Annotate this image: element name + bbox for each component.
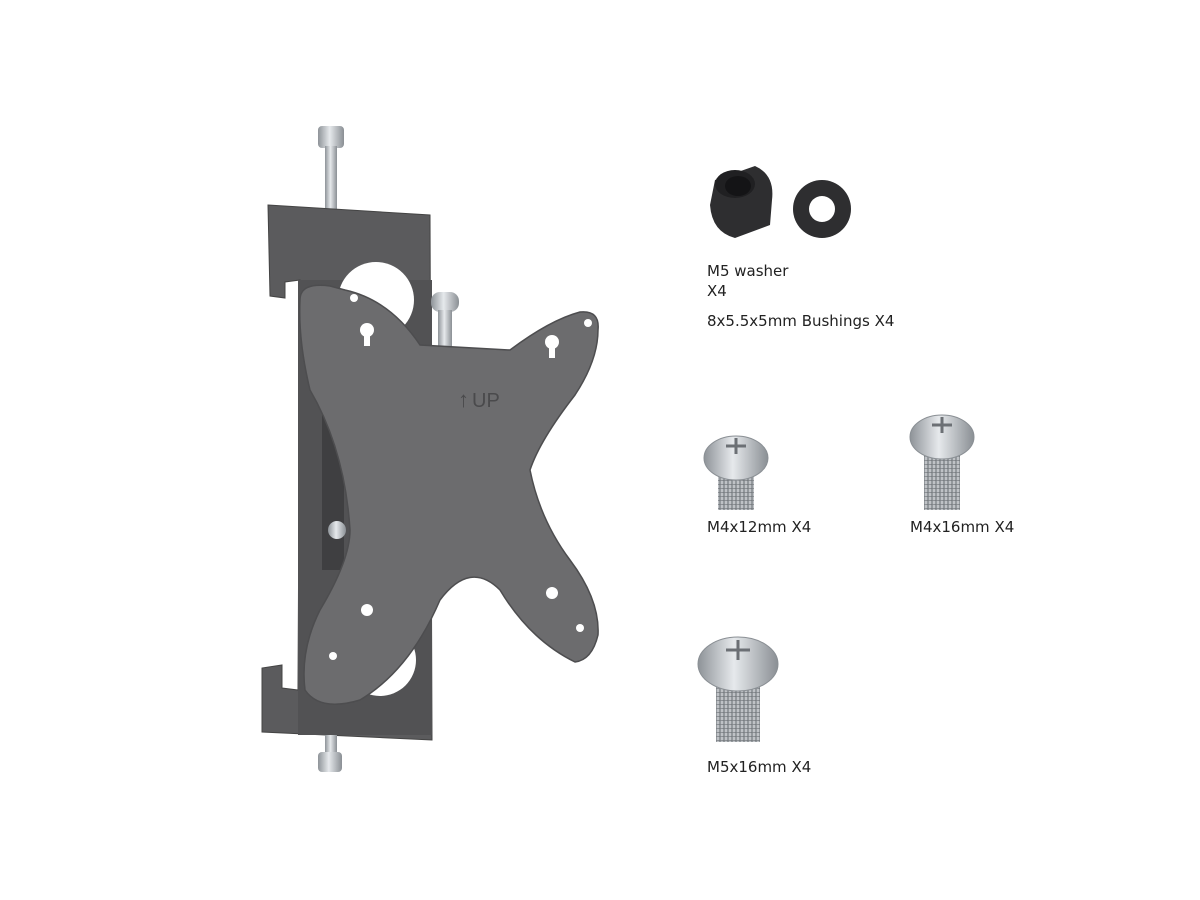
plate-marking: ↑	[458, 387, 469, 412]
screw-m4x16-label: M4x16mm X4	[910, 518, 1015, 536]
plate-bolt-icon	[431, 292, 459, 355]
bottom-bolt-icon	[318, 735, 342, 772]
washer-label: M5 washer	[707, 262, 789, 280]
screw-m4x12-icon	[703, 435, 769, 510]
screw-m4x16-icon	[909, 414, 975, 510]
plate-marking-text: UP	[472, 390, 500, 412]
bushings-label: 8x5.5x5mm Bushings X4	[707, 312, 895, 330]
washer-qty: X4	[707, 282, 727, 300]
bushing-icon	[710, 166, 773, 238]
washer-icon	[793, 180, 851, 238]
screw-m4x12-label: M4x12mm X4	[707, 518, 812, 536]
screw-m5x16-label: M5x16mm X4	[707, 758, 812, 776]
screw-m5x16-icon	[697, 636, 779, 742]
vesa-plate-icon	[298, 284, 599, 705]
top-bolt-icon	[318, 126, 344, 210]
